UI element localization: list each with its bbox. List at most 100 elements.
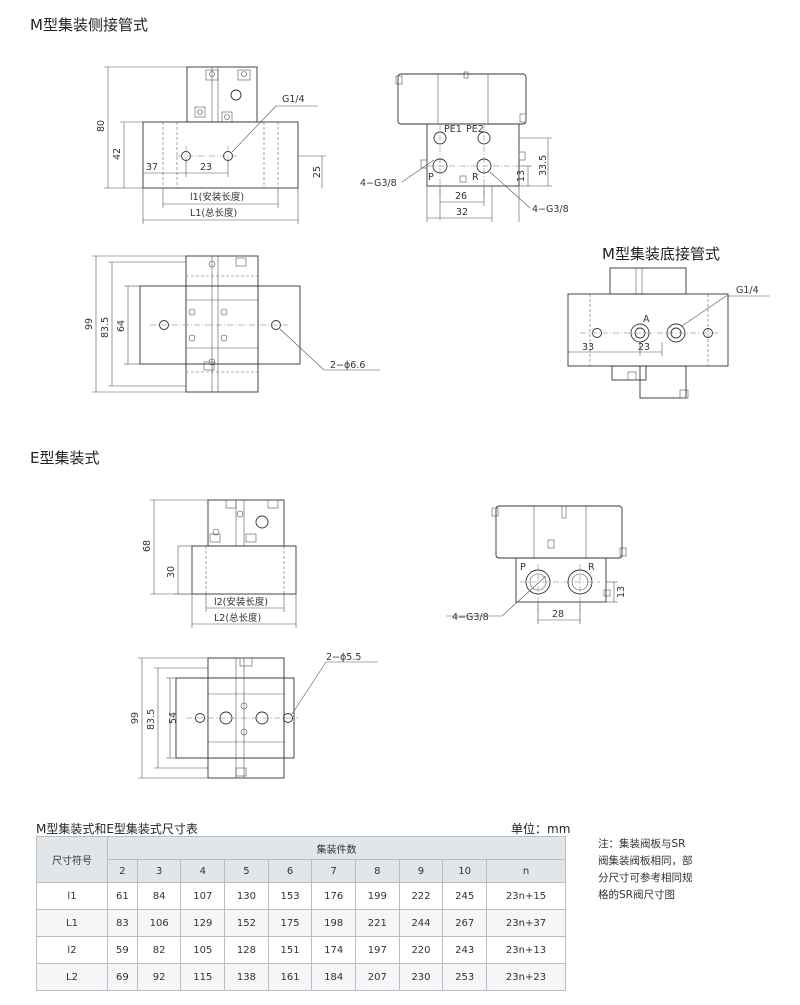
label-pe1: PE1: [444, 124, 462, 135]
header-col: 4: [180, 859, 226, 883]
dim-33: 33: [582, 342, 594, 353]
header-col: n: [486, 859, 566, 883]
table-cell: 253: [442, 963, 487, 991]
dim-23-bottom: 23: [638, 342, 650, 353]
dim-e-13: 13: [616, 586, 627, 598]
table-cell: 244: [398, 909, 444, 937]
header-symbol: 尺寸符号: [36, 836, 108, 883]
table-unit: 单位：mm: [511, 822, 571, 836]
table-cell: 138: [224, 963, 269, 991]
table-cell: 207: [355, 963, 400, 991]
note: 注：集装阀板与SR 阀集装阀板相同，部 分尺寸可参考相同规 格的SR阀尺寸图: [598, 836, 748, 904]
section-title-e-type: E型集装式: [30, 449, 100, 467]
header-col: 7: [311, 859, 357, 883]
dim-32: 32: [456, 207, 468, 218]
table-cell: 106: [136, 909, 182, 937]
table-cell: 23n+13: [486, 936, 566, 964]
dim-80: 80: [96, 120, 107, 132]
table-cell: 69: [107, 963, 138, 991]
row-symbol: L2: [36, 963, 108, 991]
dim-13: 13: [516, 170, 527, 182]
label-e-p: P: [520, 562, 526, 573]
table-cell: 59: [107, 936, 138, 964]
dim-28: 28: [552, 609, 564, 620]
note-line: 阀集装阀板相同，部: [598, 855, 693, 867]
label-hole-66: 2−ϕ6.6: [330, 360, 365, 371]
table-cell: 221: [355, 909, 400, 937]
note-line: 注：集装阀板与SR: [598, 838, 686, 850]
table-cell: 243: [442, 936, 487, 964]
label-g14: G1/4: [282, 94, 305, 105]
table-cell: 107: [180, 882, 226, 910]
table-cell: 267: [442, 909, 487, 937]
table-cell: 82: [136, 936, 182, 964]
table-title: M型集装式和E型集装式尺寸表: [36, 822, 198, 836]
dim-L1: L1(总长度): [190, 207, 237, 219]
dim-68: 68: [142, 540, 153, 552]
dim-l2: l2(安装长度): [214, 596, 268, 608]
table-cell: 83: [107, 909, 138, 937]
row-symbol: L1: [36, 909, 108, 937]
label-e-r: R: [588, 562, 595, 573]
dim-33-5: 33.5: [538, 155, 549, 176]
table-cell: 130: [224, 882, 269, 910]
header-col: 10: [442, 859, 487, 883]
table-cell: 153: [267, 882, 313, 910]
header-col: 9: [398, 859, 444, 883]
table-cell: 23n+15: [486, 882, 566, 910]
dim-42: 42: [112, 148, 123, 160]
table-cell: 197: [355, 936, 400, 964]
table-cell: 220: [398, 936, 444, 964]
table-cell: 174: [311, 936, 357, 964]
row-symbol: l1: [36, 882, 108, 910]
dim-L2: L2(总长度): [214, 612, 261, 624]
label-g14-bottom: G1/4: [736, 285, 759, 296]
table-cell: 175: [267, 909, 313, 937]
dim-26: 26: [455, 191, 467, 202]
label-r: R: [472, 172, 479, 183]
table-cell: 222: [398, 882, 444, 910]
note-line: 分尺寸可参考相同规: [598, 872, 693, 884]
label-p: P: [428, 172, 434, 183]
table-cell: 184: [311, 963, 357, 991]
dim-25: 25: [312, 166, 323, 178]
table-cell: 105: [180, 936, 226, 964]
table-cell: 23n+37: [486, 909, 566, 937]
table-cell: 128: [224, 936, 269, 964]
table-cell: 245: [442, 882, 487, 910]
table-cell: 199: [355, 882, 400, 910]
table-cell: 176: [311, 882, 357, 910]
dim-e-54: 54: [168, 712, 179, 724]
table-cell: 92: [136, 963, 182, 991]
header-col: 6: [267, 859, 313, 883]
table-cell: 61: [107, 882, 138, 910]
note-line: 格的SR阀尺寸图: [598, 889, 675, 901]
label-e-port: 4−G3/8: [452, 612, 489, 623]
table-cell: 198: [311, 909, 357, 937]
dim-30: 30: [166, 566, 177, 578]
header-col: 8: [355, 859, 400, 883]
label-pe2: PE2: [466, 124, 484, 135]
dim-83-5: 83.5: [100, 317, 111, 338]
dim-e-99: 99: [130, 712, 141, 724]
header-col: 2: [107, 859, 138, 883]
table-cell: 115: [180, 963, 226, 991]
header-col: 5: [224, 859, 269, 883]
label-port-right: 4−G3/8: [532, 204, 569, 215]
row-symbol: l2: [36, 936, 108, 964]
header-col: 3: [136, 859, 182, 883]
header-count: 集装件数: [107, 836, 566, 860]
table-cell: 84: [136, 882, 182, 910]
dim-23: 23: [200, 162, 212, 173]
dim-99: 99: [84, 318, 95, 330]
label-hole-55: 2−ϕ5.5: [326, 652, 361, 663]
